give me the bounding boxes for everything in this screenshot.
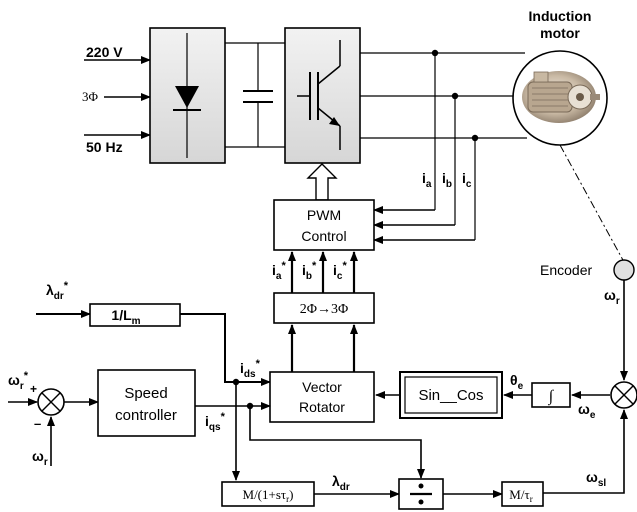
omega-e-label: ωe	[578, 401, 596, 421]
supply-voltage: 220 V	[86, 44, 123, 60]
slip-gain-block: M/τr	[501, 481, 544, 507]
transform-label: 2Φ→3Φ	[300, 302, 348, 317]
iqs-ref-label: iqs*	[205, 411, 226, 433]
speed-controller-line1: Speed	[124, 385, 167, 402]
flux-filter-label: M/(1+sτr)	[243, 487, 294, 504]
divider-block	[398, 478, 444, 510]
pwm-line2: Control	[301, 228, 346, 244]
slip-gain-label: M/τr	[509, 487, 532, 504]
integrator-block: ∫	[531, 382, 571, 408]
shaft-coupling	[559, 144, 625, 263]
speed-controller-block: Speed controller	[97, 369, 196, 437]
ref-ib-label: ib*	[302, 260, 317, 282]
ids-ref-label: ids*	[240, 358, 261, 380]
motor-label-line1: Induction	[529, 8, 592, 24]
supply-frequency: 50 Hz	[86, 139, 123, 155]
speed-controller-line2: controller	[115, 407, 177, 424]
encoder-label: Encoder	[540, 262, 592, 278]
sin-cos-label: Sin__Cos	[418, 387, 483, 404]
gate-signal-arrow	[306, 163, 338, 201]
ref-ic-label: ic*	[333, 260, 347, 282]
lambda-ref-label: λdr*	[46, 280, 69, 302]
minus-sign: –	[34, 416, 41, 431]
omega-sl-label: ωsl	[586, 469, 606, 489]
diode-icon	[175, 86, 199, 108]
current-ia-label: ia	[422, 170, 432, 190]
plus-sign: +	[30, 382, 37, 396]
encoder-icon	[613, 259, 635, 281]
one-over-lm-block: 1/Lm	[89, 303, 181, 327]
supply-phase: 3Φ	[82, 89, 99, 104]
vector-rotator-line1: Vector	[302, 379, 342, 395]
two-to-three-phase-block: 2Φ→3Φ	[273, 292, 375, 324]
inverter-block	[284, 27, 361, 164]
pwm-control-block: PWM Control	[273, 199, 375, 251]
igbt-icon	[297, 40, 341, 150]
summing-junction-left	[37, 388, 65, 416]
omega-r-feedback-label: ωr	[32, 448, 48, 468]
theta-label: θe	[510, 372, 524, 392]
vector-rotator-line2: Rotator	[299, 399, 345, 415]
summing-junction-right	[610, 381, 637, 409]
vector-rotator-block: Vector Rotator	[269, 371, 375, 423]
motor-label-line2: motor	[540, 25, 580, 41]
pwm-line1: PWM	[307, 207, 341, 223]
sin-cos-block: Sin__Cos	[399, 371, 503, 419]
rotor-flux-filter-block: M/(1+sτr)	[221, 481, 315, 507]
induction-motor-icon	[512, 50, 608, 146]
current-ib-label: ib	[442, 170, 452, 190]
capacitor-icon	[243, 43, 273, 147]
one-over-lm-label: 1/Lm	[111, 307, 140, 327]
current-ic-label: ic	[462, 170, 472, 190]
ref-ia-label: ia*	[272, 260, 286, 282]
integrator-symbol: ∫	[548, 388, 555, 406]
rectifier-block	[149, 27, 226, 164]
omega-r-ref-label: ωr*	[8, 370, 29, 392]
omega-r-encoder-label: ωr	[604, 287, 620, 307]
lambda-dr-label: λdr	[332, 473, 350, 493]
